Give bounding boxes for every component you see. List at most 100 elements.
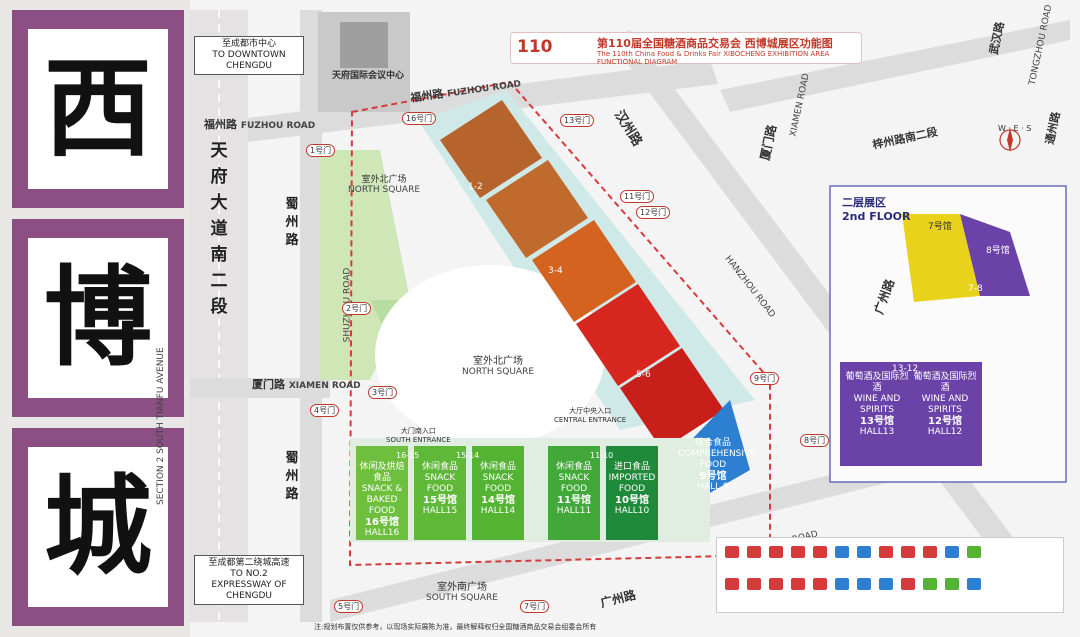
legend-icon-18	[835, 578, 849, 590]
legend-icon-20	[879, 578, 893, 590]
compass-directions: W · E · S	[998, 124, 1032, 133]
sign-to-downtown: 至成都市中心 TO DOWNTOWN CHENGDU	[194, 36, 304, 75]
hall-block-orange-3	[532, 220, 636, 322]
floor2-pair-13-12: 13-12	[892, 364, 919, 374]
exhibition-boundary-route	[348, 80, 771, 567]
hall-pair-1-2: 1-2	[468, 182, 483, 192]
road-xiamen-west: 厦门路 XIAMEN ROAD	[252, 378, 361, 391]
legend-icon-19	[857, 578, 871, 590]
gate-16: 16号门	[402, 112, 437, 125]
banner-title-cn: 第110届全国糖酒商品交易会 西博城展区功能图	[597, 37, 833, 50]
gate-1: 1号门	[306, 144, 336, 157]
shuzhou-road	[300, 10, 322, 622]
exhibition-map: 110 第110届全国糖酒商品交易会 西博城展区功能图 The 110th Ch…	[156, 0, 1080, 637]
legend-icon-15	[769, 578, 783, 590]
gate-9: 9号门	[750, 372, 780, 385]
legend-icon-1	[725, 546, 739, 558]
floor2-hall-8	[960, 214, 1030, 296]
sign-to-expressway: 至成都第二绕城高速 TO NO.2 EXPRESSWAY OF CHENGDU	[194, 555, 304, 605]
hall-pair-3-4: 3-4	[548, 266, 563, 276]
xiamen-road-west	[190, 378, 330, 398]
hall-15-block	[414, 446, 466, 540]
map-graphics	[190, 0, 1080, 637]
road-tianfu-avenue: 天府大道南二段	[210, 141, 228, 317]
map-legend	[716, 537, 1064, 613]
side-title-panel: 西 博 城	[0, 0, 186, 637]
road-fuzhou-west: 福州路 FUZHOU ROAD	[204, 118, 316, 131]
map-title-banner: 110 第110届全国糖酒商品交易会 西博城展区功能图 The 110th Ch…	[510, 32, 862, 66]
hall-10-block	[606, 446, 658, 540]
hall-pair-15-14: 15-14	[456, 451, 480, 460]
gate-7: 7号门	[520, 600, 550, 613]
floor2-hall-13	[840, 362, 914, 466]
gate-11: 11号门	[620, 190, 655, 203]
hall-16-block	[356, 446, 408, 540]
legend-icon-11	[945, 546, 959, 558]
hall-block-brown-2	[486, 160, 588, 258]
legend-icon-9	[901, 546, 915, 558]
title-char-block-1: 西	[12, 10, 184, 208]
title-char-block-2: 博	[12, 219, 184, 417]
hall-block-brown-1	[440, 100, 542, 198]
legend-icon-7	[857, 546, 871, 558]
legend-icon-21	[901, 578, 915, 590]
hall-pair-5-6: 5-6	[636, 370, 651, 380]
legend-icon-14	[747, 578, 761, 590]
floor2-hall7-label: 7号馆	[928, 222, 952, 232]
legend-icon-16	[791, 578, 805, 590]
hall-pair-16-15: 16-15	[396, 451, 420, 460]
floor2-pair-7-8: 7-8	[968, 284, 983, 294]
zizhou-road	[720, 20, 1070, 112]
legend-icon-6	[835, 546, 849, 558]
floor2-hall8-label: 8号馆	[986, 246, 1010, 256]
legend-icon-10	[923, 546, 937, 558]
legend-icon-4	[791, 546, 805, 558]
floor2-hall-12	[908, 362, 982, 466]
title-char-bo: 博	[28, 238, 168, 398]
road-shuzhou-south: 蜀州路	[285, 451, 299, 502]
title-char-cheng: 城	[28, 447, 168, 607]
gate-12: 12号门	[636, 206, 671, 219]
hall-pair-11-10: 11-10	[590, 451, 614, 460]
gate-5: 5号门	[334, 600, 364, 613]
hall-11-block	[548, 446, 600, 540]
gate-3: 3号门	[368, 386, 398, 399]
hall-block-red-4	[576, 284, 680, 386]
legend-icon-13	[725, 578, 739, 590]
road-tianfu-en: SECTION 2 SOUTH TIANFU AVENUE	[156, 347, 166, 505]
hall-14-block	[472, 446, 524, 540]
gate-4: 4号门	[310, 404, 340, 417]
legend-icon-3	[769, 546, 783, 558]
gate-13: 13号门	[560, 114, 595, 127]
legend-icon-17	[813, 578, 827, 590]
legend-icon-22	[923, 578, 937, 590]
legend-icon-12	[967, 546, 981, 558]
legend-icon-24	[967, 578, 981, 590]
legend-icon-8	[879, 546, 893, 558]
north-square-area	[375, 265, 605, 445]
fair-logo-icon: 110	[517, 37, 553, 57]
legend-icon-2	[747, 546, 761, 558]
title-char-block-3: 城	[12, 428, 184, 626]
road-shuzhou-north: 蜀州路	[285, 197, 299, 248]
map-disclaimer-note: 注:规划布置仅供参考，以现场实际展陈为准，最终解释权归全国糖酒商品交易会组委会所…	[314, 623, 597, 631]
legend-icon-23	[945, 578, 959, 590]
hall-block-red-5	[620, 348, 724, 450]
floor2-hall-7	[902, 214, 980, 302]
gate-8: 8号门	[800, 434, 830, 447]
title-char-xi: 西	[28, 29, 168, 189]
